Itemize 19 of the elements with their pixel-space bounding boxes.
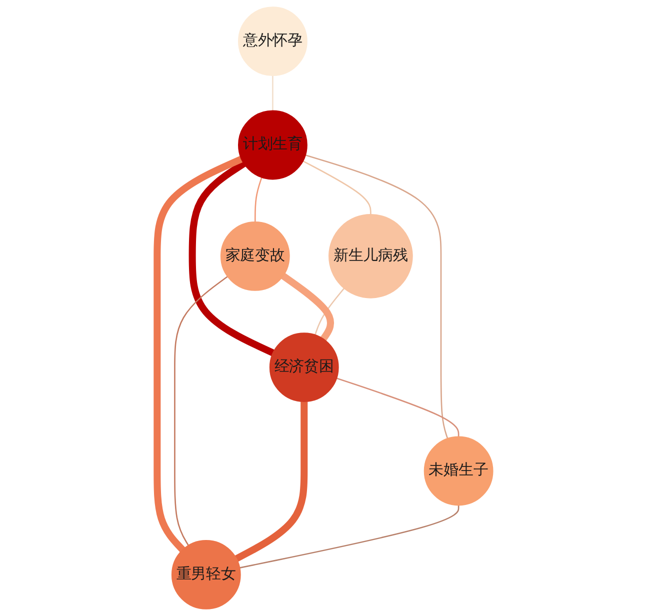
connector bbox=[188, 160, 275, 356]
node-circle: 重男轻女 bbox=[171, 540, 241, 610]
connector bbox=[240, 505, 460, 568]
node-circle: 经济贫困 bbox=[269, 332, 339, 402]
connector bbox=[154, 156, 243, 552]
connector bbox=[234, 401, 308, 562]
connector bbox=[272, 76, 274, 111]
node-circle: 家庭变故 bbox=[220, 221, 290, 291]
node-circle: 新生儿病残 bbox=[328, 214, 413, 298]
connector bbox=[174, 276, 228, 546]
connector bbox=[302, 160, 372, 214]
node-circle: 意外怀孕 bbox=[238, 6, 308, 76]
node-circle: 计划生育 bbox=[238, 110, 308, 180]
connector bbox=[281, 273, 334, 341]
connector bbox=[314, 288, 345, 336]
node-circle: 未婚生子 bbox=[424, 436, 494, 506]
connector bbox=[254, 177, 262, 222]
connector bbox=[305, 154, 448, 439]
connector bbox=[336, 378, 460, 437]
